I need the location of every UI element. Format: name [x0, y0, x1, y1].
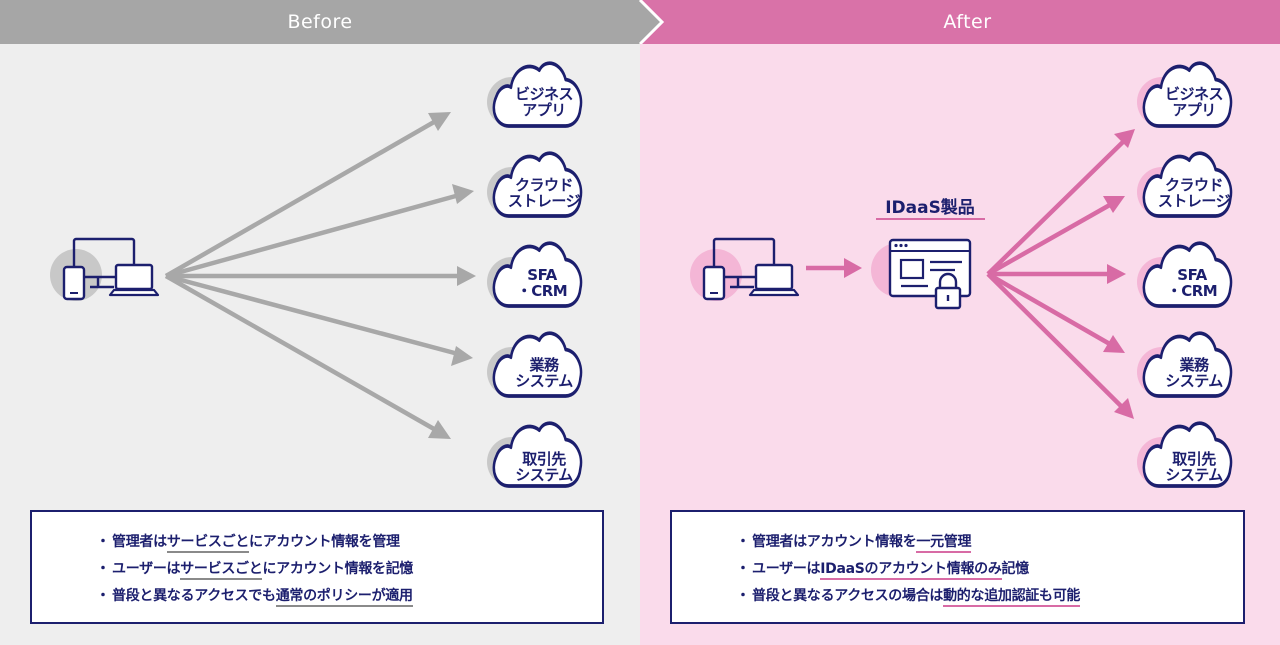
before-title: Before — [287, 11, 353, 33]
after-devices-icon — [690, 237, 800, 301]
after-title: After — [943, 11, 992, 33]
before-cloud-storage-label: クラウドストレージ — [507, 176, 581, 210]
before-arrows — [164, 112, 476, 439]
before-notes-box: ・管理者はサービスごとにアカウント情報を管理 ・ユーザーはサービスごとにアカウン… — [30, 510, 604, 624]
idaas-product-label: IDaaS製品 — [885, 198, 975, 218]
after-cloud-business-system-label: 業務システム — [1165, 356, 1223, 390]
before-cloud-sfa-crm-label: SFA・CRM — [516, 266, 568, 300]
after-note-1: ・管理者はアカウント情報を一元管理 — [736, 529, 1080, 556]
after-note-3: ・普段と異なるアクセスの場合は動的な追加認証も可能 — [736, 583, 1080, 610]
before-note-3: ・普段と異なるアクセスでも通常のポリシーが適用 — [96, 583, 413, 610]
after-cloud-sfa-crm-label: SFA・CRM — [1166, 266, 1218, 300]
after-header-bar — [640, 0, 1280, 44]
after-device-to-idaas-arrow — [806, 258, 862, 278]
after-clouds — [1137, 61, 1233, 488]
before-cloud-business-app-label: ビジネスアプリ — [514, 85, 574, 119]
before-header-bar — [0, 0, 662, 44]
before-note-1: ・管理者はサービスごとにアカウント情報を管理 — [96, 529, 413, 556]
after-arrows — [986, 129, 1135, 419]
after-note-2: ・ユーザーはIDaaSのアカウント情報のみ記憶 — [736, 556, 1080, 583]
before-clouds — [487, 61, 583, 488]
after-notes-box: ・管理者はアカウント情報を一元管理 ・ユーザーはIDaaSのアカウント情報のみ記… — [670, 510, 1245, 624]
before-note-2: ・ユーザーはサービスごとにアカウント情報を記憶 — [96, 556, 413, 583]
before-devices-icon — [50, 237, 160, 301]
after-cloud-partner-system-label: 取引先システム — [1165, 450, 1223, 484]
before-cloud-business-system-label: 業務システム — [515, 356, 573, 390]
before-cloud-partner-system-label: 取引先システム — [515, 450, 573, 484]
after-cloud-storage-label: クラウドストレージ — [1157, 176, 1231, 210]
idaas-window-lock-icon — [871, 238, 972, 310]
after-cloud-business-app-label: ビジネスアプリ — [1164, 85, 1224, 119]
